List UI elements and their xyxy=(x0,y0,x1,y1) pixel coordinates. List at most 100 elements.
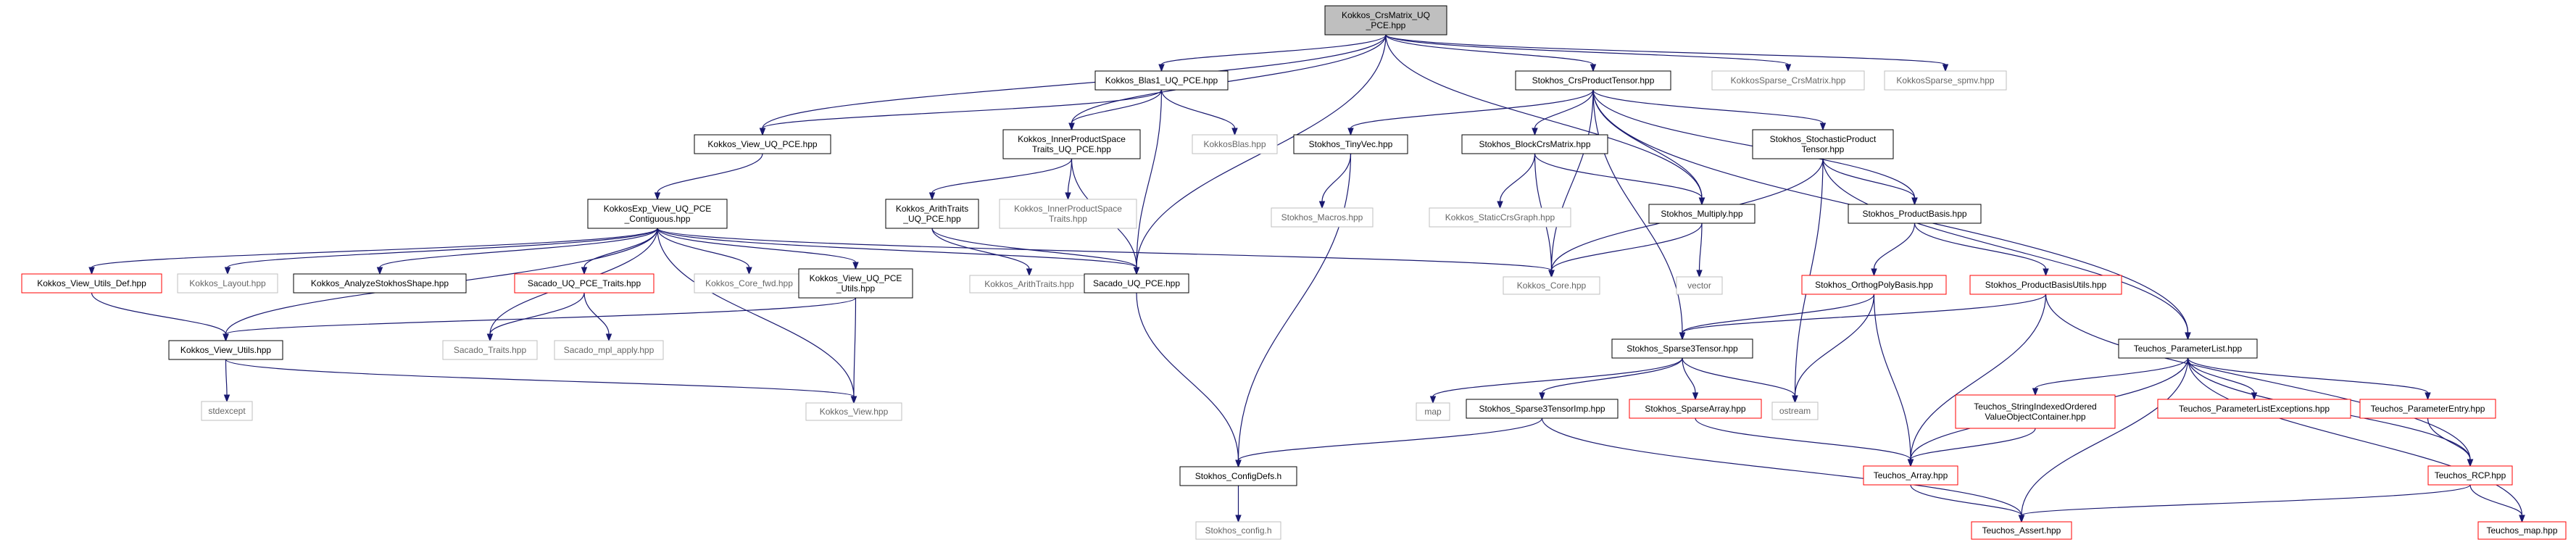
arrowhead xyxy=(654,192,661,201)
node-analyze[interactable]: Kokkos_AnalyzeStokhosShape.hpp xyxy=(293,273,467,294)
node-sac_traits[interactable]: Sacado_Traits.hpp xyxy=(442,340,538,360)
edge-sparse3-to-ostream xyxy=(1682,357,1798,404)
node-tmap[interactable]: Teuchos_map.hpp xyxy=(2477,521,2567,540)
edge-line xyxy=(1682,294,2047,333)
node-layout[interactable]: Kokkos_Layout.hpp xyxy=(177,273,278,294)
node-sac_mpl[interactable]: Sacado_mpl_apply.hpp xyxy=(554,340,664,360)
edge-prodbasisutils-to-rcp xyxy=(2045,294,2474,467)
arrowhead xyxy=(1819,122,1827,131)
edge-sac_uq_traits-to-sac_mpl xyxy=(583,292,612,342)
node-box xyxy=(2359,399,2496,419)
node-config[interactable]: Stokhos_config.h xyxy=(1195,521,1281,540)
node-tinyvec[interactable]: Stokhos_TinyVec.hpp xyxy=(1293,134,1408,154)
arrowhead xyxy=(581,267,588,275)
arrowhead xyxy=(2018,515,2025,523)
node-kview[interactable]: Kokkos_View.hpp xyxy=(805,402,902,421)
node-exp_view[interactable]: KokkosExp_View_UQ_PCE_Contiguous.hpp xyxy=(587,199,728,229)
node-label: vector xyxy=(1687,280,1711,291)
node-box xyxy=(1466,399,1619,419)
node-rcp[interactable]: Teuchos_RCP.hpp xyxy=(2427,465,2513,486)
node-label: Stokhos_Macros.hpp xyxy=(1281,212,1363,222)
node-box xyxy=(554,340,664,360)
node-ks_crs[interactable]: KokkosSparse_CrsMatrix.hpp xyxy=(1711,70,1865,91)
node-arith[interactable]: Kokkos_ArithTraits.hpp xyxy=(969,275,1089,294)
node-utils_def[interactable]: Kokkos_View_Utils_Def.hpp xyxy=(21,273,162,294)
node-label: Stokhos_SparseArray.hpp xyxy=(1645,404,1746,414)
node-macros[interactable]: Stokhos_Macros.hpp xyxy=(1271,207,1374,228)
node-label: Sacado_UQ_PCE.hpp xyxy=(1093,278,1180,288)
node-assert[interactable]: Teuchos_Assert.hpp xyxy=(1971,521,2072,540)
edge-orthopoly-to-ostream xyxy=(1792,294,1875,404)
node-root[interactable]: Kokkos_CrsMatrix_UQ_PCE.hpp xyxy=(1324,5,1447,36)
node-kblas[interactable]: KokkosBlas.hpp xyxy=(1192,134,1278,154)
node-viewuq[interactable]: Kokkos_View_UQ_PCE.hpp xyxy=(694,134,831,154)
node-sparse3imp[interactable]: Stokhos_Sparse3TensorImp.hpp xyxy=(1466,399,1619,419)
node-sac_uq_traits[interactable]: Sacado_UQ_PCE_Traits.hpp xyxy=(514,273,655,294)
edge-paramlist-to-assert xyxy=(2018,357,2189,523)
node-layer: Kokkos_CrsMatrix_UQ_PCE.hppKokkos_Blas1_… xyxy=(21,5,2567,540)
node-core[interactable]: Kokkos_Core.hpp xyxy=(1503,276,1600,295)
edge-rcp-to-tmap xyxy=(2469,484,2525,523)
edge-paramlist-to-strindexed xyxy=(2032,357,2189,396)
edge-view_utils-to-kview xyxy=(225,359,857,404)
node-label: Kokkos_StaticCrsGraph.hpp xyxy=(1445,212,1555,222)
node-ks_spmv[interactable]: KokkosSparse_spmv.hpp xyxy=(1884,70,2007,91)
node-vector[interactable]: vector xyxy=(1676,276,1723,295)
node-label: _Utils.hpp xyxy=(836,283,876,294)
edge-tinyvec-to-macros xyxy=(1318,153,1352,209)
node-sparsearray[interactable]: Stokhos_SparseArray.hpp xyxy=(1629,399,1762,419)
node-plexceptions[interactable]: Teuchos_ParameterListExceptions.hpp xyxy=(2157,399,2351,419)
node-ostream[interactable]: ostream xyxy=(1771,402,1819,420)
node-innerprod[interactable]: Kokkos_InnerProductSpaceTraits_UQ_PCE.hp… xyxy=(1002,129,1141,159)
node-label: Teuchos_Assert.hpp xyxy=(1982,525,2061,536)
node-tarray[interactable]: Teuchos_Array.hpp xyxy=(1863,465,1958,486)
node-label: Traits_UQ_PCE.hpp xyxy=(1032,144,1111,154)
edge-exp_view-to-view_uq_utils xyxy=(657,228,859,270)
node-arith_uq[interactable]: Kokkos_ArithTraits_UQ_PCE.hpp xyxy=(885,199,979,229)
node-paramlist[interactable]: Teuchos_ParameterList.hpp xyxy=(2118,338,2258,359)
arrowhead xyxy=(1679,332,1686,341)
node-box xyxy=(1461,134,1608,154)
edge-prodbasis-to-orthopoly xyxy=(1871,222,1916,277)
node-multiply[interactable]: Stokhos_Multiply.hpp xyxy=(1648,204,1756,224)
node-sac_uq[interactable]: Sacado_UQ_PCE.hpp xyxy=(1084,273,1189,294)
arrowhead xyxy=(1318,201,1326,209)
node-prodbasis[interactable]: Stokhos_ProductBasis.hpp xyxy=(1848,204,1982,224)
node-box xyxy=(2157,399,2351,419)
edge-root-to-ks_spmv xyxy=(1385,34,1949,72)
node-stdexcept[interactable]: stdexcept xyxy=(201,401,253,421)
edge-line xyxy=(1910,484,2022,516)
edge-line xyxy=(657,228,1553,271)
node-view_utils[interactable]: Kokkos_View_Utils.hpp xyxy=(168,340,283,360)
edge-line xyxy=(2021,357,2189,516)
node-label: Tensor.hpp xyxy=(1802,144,1845,154)
node-crsprod[interactable]: Stokhos_CrsProductTensor.hpp xyxy=(1515,70,1671,91)
node-blas1[interactable]: Kokkos_Blas1_UQ_PCE.hpp xyxy=(1094,70,1229,91)
node-label: KokkosBlas.hpp xyxy=(1203,139,1266,149)
node-paramentry[interactable]: Teuchos_ParameterEntry.hpp xyxy=(2359,399,2496,419)
node-box xyxy=(1416,402,1450,421)
node-configdefs[interactable]: Stokhos_ConfigDefs.h xyxy=(1179,466,1297,486)
arrowhead xyxy=(223,333,229,342)
node-view_uq_utils[interactable]: Kokkos_View_UQ_PCE_Utils.hpp xyxy=(798,268,913,299)
edge-line xyxy=(1534,89,1594,129)
node-map[interactable]: map xyxy=(1416,402,1450,421)
node-orthopoly[interactable]: Stokhos_OrthogPolyBasis.hpp xyxy=(1801,275,1947,295)
edge-line xyxy=(2187,357,2255,394)
node-sparse3[interactable]: Stokhos_Sparse3Tensor.hpp xyxy=(1611,338,1753,359)
edge-exp_view-to-layout xyxy=(224,228,658,275)
node-label: KokkosExp_View_UQ_PCE xyxy=(604,204,712,214)
edge-prodbasis-to-prodbasisutils xyxy=(1914,222,2049,277)
edge-line xyxy=(1237,417,1543,461)
edge-crsprod-to-stochprod xyxy=(1592,89,1827,131)
node-core_fwd[interactable]: Kokkos_Core_fwd.hpp xyxy=(694,273,805,294)
node-prodbasisutils[interactable]: Stokhos_ProductBasisUtils.hpp xyxy=(1969,275,2122,295)
node-staticcrs[interactable]: Kokkos_StaticCrsGraph.hpp xyxy=(1429,207,1571,228)
node-strindexed[interactable]: Teuchos_StringIndexedOrderedValueObjectC… xyxy=(1955,394,2116,429)
node-label: ostream xyxy=(1779,406,1811,416)
node-blockcrs[interactable]: Stokhos_BlockCrsMatrix.hpp xyxy=(1461,134,1608,154)
node-box xyxy=(1676,276,1723,295)
edge-line xyxy=(657,228,750,268)
